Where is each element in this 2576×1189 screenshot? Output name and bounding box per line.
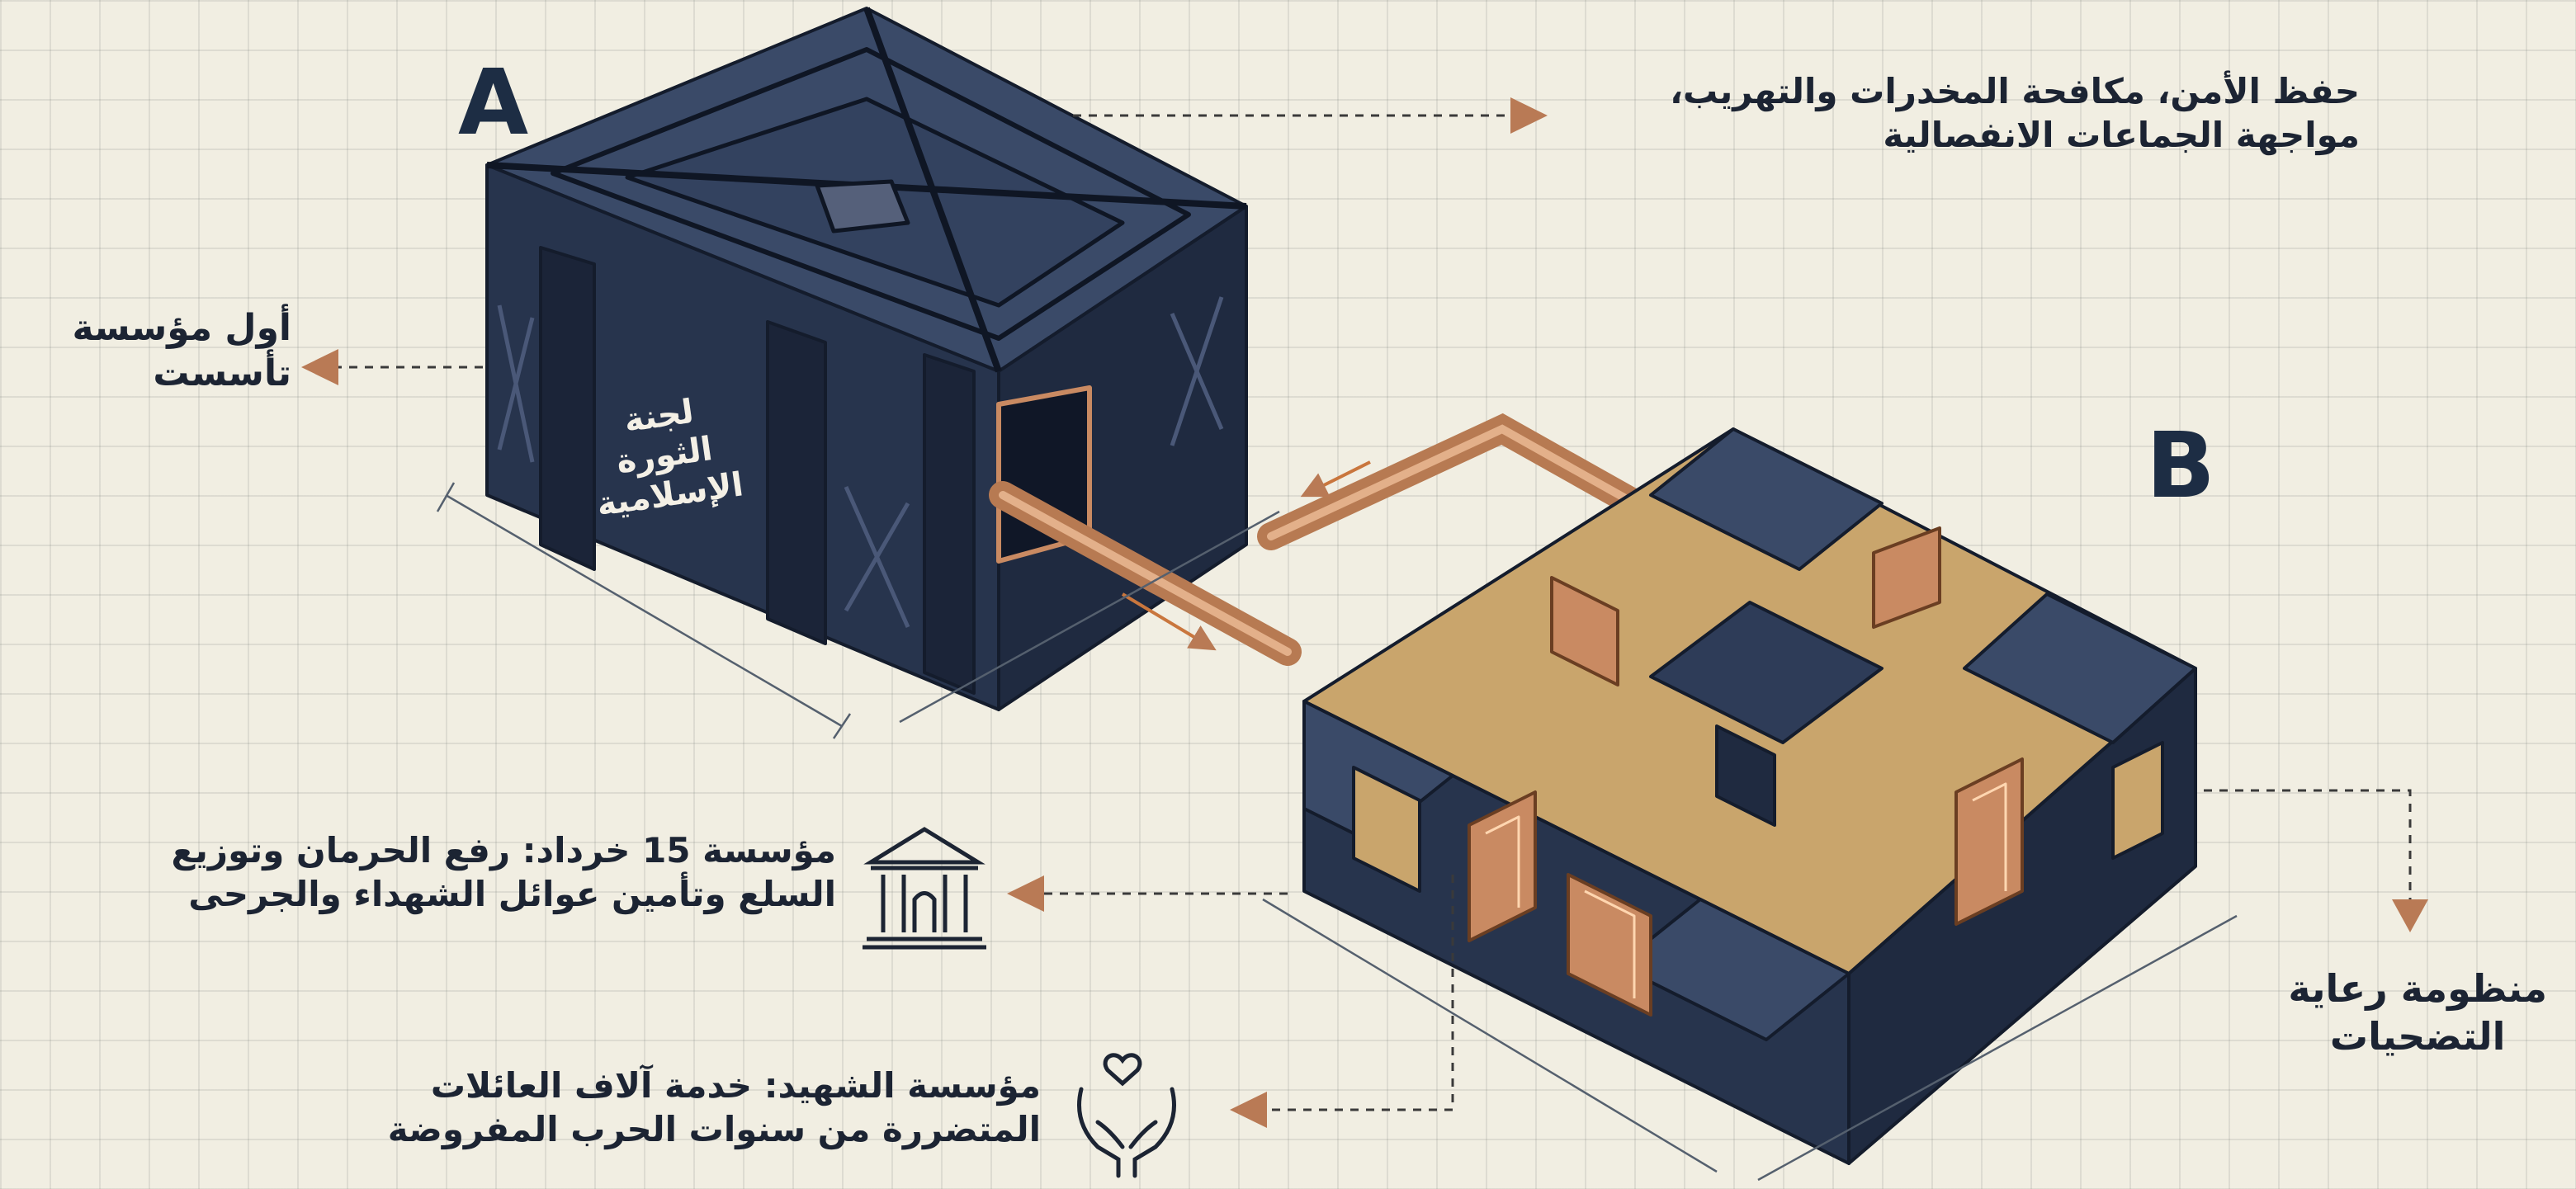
martyr-foundation-title: مؤسسة الشهيد: bbox=[763, 1065, 1041, 1106]
connector-pipes bbox=[989, 413, 1648, 666]
arrowheads bbox=[301, 97, 2428, 1128]
dimension-lines bbox=[436, 482, 2238, 1182]
callout-first-institution: أول مؤسسة تأسست bbox=[72, 307, 291, 394]
callout-martyr-foundation: مؤسسة الشهيد: خدمة آلاف العائلات المتضرر… bbox=[387, 1065, 1041, 1149]
callout-security-duties: حفظ الأمن، مكافحة المخدرات والتهريب، موا… bbox=[1670, 71, 2360, 155]
callout-sacrifice-care-system: منظومة رعاية التضحيات bbox=[2288, 966, 2547, 1059]
cube-b bbox=[1302, 427, 2197, 1165]
foundation-15-khordad-title: مؤسسة 15 خرداد: bbox=[522, 830, 836, 871]
callout-15-khordad-foundation: مؤسسة 15 خرداد: رفع الحرمان وتوزيع السلع… bbox=[171, 830, 836, 914]
callout-arrows bbox=[326, 114, 2412, 1111]
letter-b: B bbox=[2146, 413, 2215, 518]
institution-building-icon bbox=[863, 827, 986, 950]
letter-a: A bbox=[458, 50, 529, 155]
cube-a bbox=[485, 7, 1248, 711]
hands-heart-icon bbox=[1077, 1053, 1176, 1178]
